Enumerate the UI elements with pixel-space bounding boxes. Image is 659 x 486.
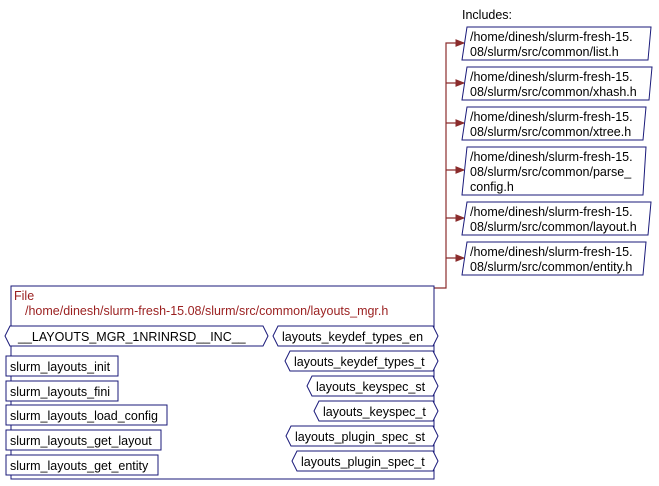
function-slurm-layouts-get-entity[interactable]: slurm_layouts_get_entity xyxy=(5,454,159,476)
function-slurm-layouts-init[interactable]: slurm_layouts_init xyxy=(5,355,119,377)
include-xtree-line2: 08/slurm/src/common/xtree.h xyxy=(470,125,631,139)
include-layout-line1: /home/dinesh/slurm-fresh-15. xyxy=(470,205,633,219)
include-xtree-line1: /home/dinesh/slurm-fresh-15. xyxy=(470,110,633,124)
function-label: slurm_layouts_fini xyxy=(10,385,110,399)
include-entity-box[interactable]: /home/dinesh/slurm-fresh-15. 08/slurm/sr… xyxy=(461,241,647,276)
edge-list xyxy=(434,43,464,289)
include-list-box[interactable]: /home/dinesh/slurm-fresh-15. 08/slurm/sr… xyxy=(461,26,652,61)
type-label: layouts_keyspec_st xyxy=(316,380,426,394)
include-xhash-box[interactable]: /home/dinesh/slurm-fresh-15. 08/slurm/sr… xyxy=(461,66,653,101)
function-label: slurm_layouts_init xyxy=(10,360,111,374)
type-layouts-keydef-types-en[interactable]: layouts_keydef_types_en xyxy=(272,325,439,347)
include-edges xyxy=(434,43,464,289)
function-label: slurm_layouts_load_config xyxy=(10,409,158,423)
include-parse-config-line1: /home/dinesh/slurm-fresh-15. xyxy=(470,150,633,164)
macro-box[interactable]: __LAYOUTS_MGR_1NRINRSD__INC__ xyxy=(4,325,269,347)
type-layouts-plugin-spec-st[interactable]: layouts_plugin_spec_st xyxy=(285,425,439,447)
type-label: layouts_keydef_types_t xyxy=(294,355,425,369)
type-label: layouts_plugin_spec_st xyxy=(295,430,425,444)
includes-heading: Includes: xyxy=(462,8,512,22)
include-list-line2: 08/slurm/src/common/list.h xyxy=(470,45,619,59)
include-entity-line2: 08/slurm/src/common/entity.h xyxy=(470,260,632,274)
include-parse-config-line2: 08/slurm/src/common/parse_ xyxy=(470,165,632,179)
function-slurm-layouts-load-config[interactable]: slurm_layouts_load_config xyxy=(5,404,168,426)
include-layout-line2: 08/slurm/src/common/layout.h xyxy=(470,220,637,234)
include-parse-config-box[interactable]: /home/dinesh/slurm-fresh-15. 08/slurm/sr… xyxy=(461,146,647,196)
include-xhash-line1: /home/dinesh/slurm-fresh-15. xyxy=(470,70,633,84)
include-entity-line1: /home/dinesh/slurm-fresh-15. xyxy=(470,245,633,259)
type-layouts-keyspec-st[interactable]: layouts_keyspec_st xyxy=(306,375,439,397)
file-label: File xyxy=(14,289,34,303)
function-slurm-layouts-fini[interactable]: slurm_layouts_fini xyxy=(5,380,119,402)
type-layouts-plugin-spec-t[interactable]: layouts_plugin_spec_t xyxy=(291,450,439,472)
file-path: /home/dinesh/slurm-fresh-15.08/slurm/src… xyxy=(25,304,388,318)
type-label: layouts_keyspec_t xyxy=(323,405,426,419)
include-xtree-box[interactable]: /home/dinesh/slurm-fresh-15. 08/slurm/sr… xyxy=(461,106,647,141)
include-xhash-line2: 08/slurm/src/common/xhash.h xyxy=(470,85,637,99)
type-layouts-keydef-types-t[interactable]: layouts_keydef_types_t xyxy=(284,350,439,372)
include-layout-box[interactable]: /home/dinesh/slurm-fresh-15. 08/slurm/sr… xyxy=(461,201,652,236)
type-label: layouts_keydef_types_en xyxy=(282,330,423,344)
type-label: layouts_plugin_spec_t xyxy=(301,455,425,469)
function-label: slurm_layouts_get_layout xyxy=(10,434,152,448)
function-label: slurm_layouts_get_entity xyxy=(10,459,149,473)
macro-label: __LAYOUTS_MGR_1NRINRSD__INC__ xyxy=(17,330,247,344)
type-layouts-keyspec-t[interactable]: layouts_keyspec_t xyxy=(313,400,439,422)
function-slurm-layouts-get-layout[interactable]: slurm_layouts_get_layout xyxy=(5,429,162,451)
include-parse-config-line3: config.h xyxy=(470,180,514,194)
include-list-line1: /home/dinesh/slurm-fresh-15. xyxy=(470,30,633,44)
